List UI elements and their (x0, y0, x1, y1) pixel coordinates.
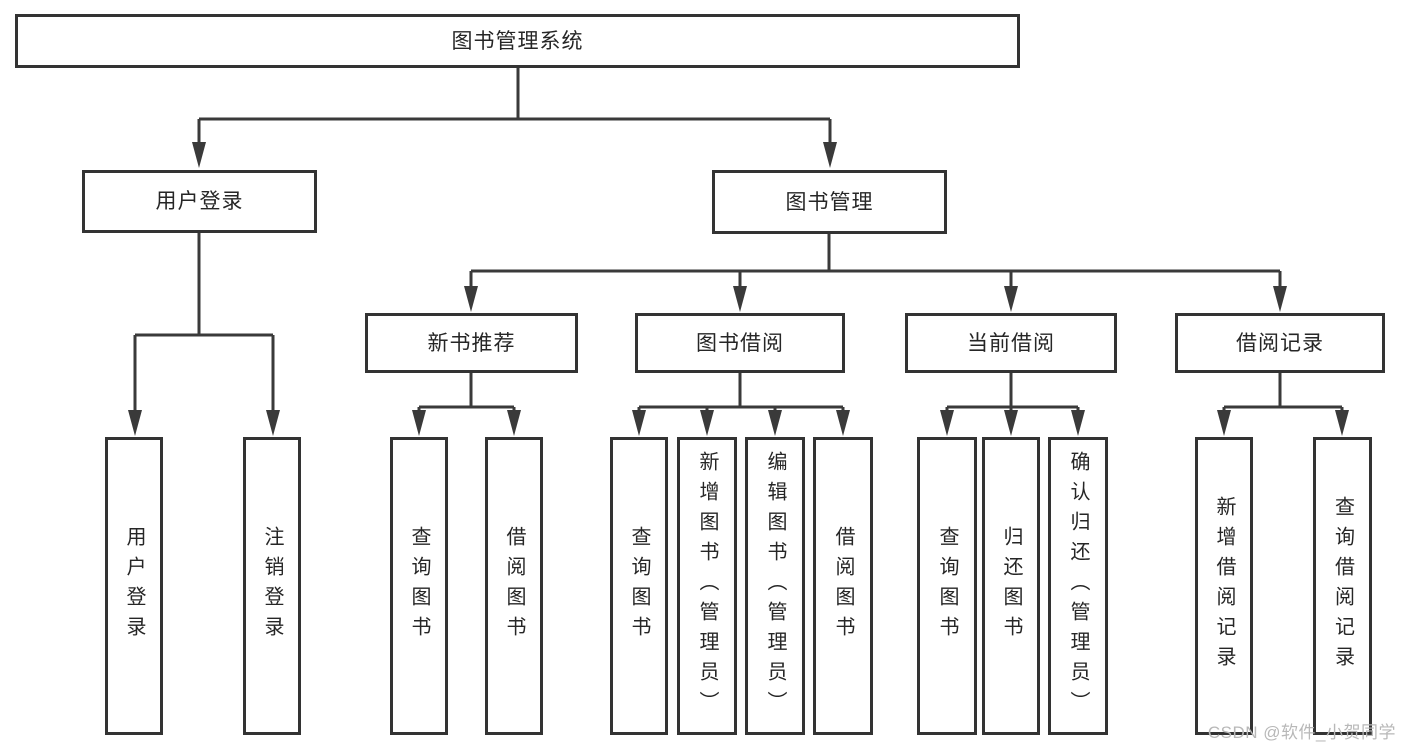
node-root-library-system: 图书管理系统 (15, 14, 1020, 68)
node-borrow-records: 借阅记录 (1175, 313, 1385, 373)
leaf-borrow-books-recommend: 借阅图书 (485, 437, 543, 735)
csdn-watermark: CSDN @软件_小贺同学 (1207, 723, 1396, 742)
leaf-query-books-borrow: 查询图书 (610, 437, 668, 735)
node-book-borrow: 图书借阅 (635, 313, 845, 373)
leaf-logout-label: 注销登录 (261, 526, 283, 646)
node-root-label: 图书管理系统 (451, 29, 584, 53)
node-current-borrow: 当前借阅 (905, 313, 1117, 373)
leaf-query-books-borrow-label: 查询图书 (628, 526, 650, 646)
leaf-query-books-current-label: 查询图书 (936, 526, 958, 646)
node-new-book-recommend: 新书推荐 (365, 313, 578, 373)
leaf-return-books-label: 归还图书 (1000, 526, 1022, 646)
leaf-add-borrow-record-label: 新增借阅记录 (1213, 496, 1235, 676)
leaf-confirm-return-admin: 确认归还（管理员） (1048, 437, 1108, 735)
leaf-borrow-books-recommend-label: 借阅图书 (503, 526, 525, 646)
leaf-confirm-return-admin-label: 确认归还（管理员） (1067, 451, 1089, 721)
leaf-edit-books-admin: 编辑图书（管理员） (745, 437, 805, 735)
leaf-query-borrow-record-label: 查询借阅记录 (1331, 496, 1354, 676)
leaf-user-login-label: 用户登录 (123, 526, 145, 646)
leaf-query-borrow-record: 查询借阅记录 (1313, 437, 1372, 735)
leaf-borrow-books-label: 借阅图书 (832, 526, 854, 646)
leaf-query-books-current: 查询图书 (917, 437, 977, 735)
node-current-borrow-label: 当前借阅 (967, 331, 1055, 355)
leaf-borrow-books: 借阅图书 (813, 437, 873, 735)
leaf-edit-books-admin-label: 编辑图书（管理员） (764, 451, 786, 721)
node-book-management-label: 图书管理 (785, 190, 874, 214)
leaf-add-books-admin: 新增图书（管理员） (677, 437, 737, 735)
node-book-borrow-label: 图书借阅 (696, 331, 784, 355)
leaf-add-borrow-record: 新增借阅记录 (1195, 437, 1253, 735)
leaf-return-books: 归还图书 (982, 437, 1040, 735)
node-user-login-label: 用户登录 (155, 190, 244, 213)
leaf-user-login: 用户登录 (105, 437, 163, 735)
node-book-management: 图书管理 (712, 170, 947, 234)
node-new-book-recommend-label: 新书推荐 (427, 331, 516, 355)
node-borrow-records-label: 借阅记录 (1236, 331, 1324, 355)
leaf-query-books-recommend: 查询图书 (390, 437, 448, 735)
leaf-query-books-recommend-label: 查询图书 (408, 526, 430, 646)
leaf-add-books-admin-label: 新增图书（管理员） (696, 451, 718, 721)
leaf-logout: 注销登录 (243, 437, 301, 735)
node-user-login: 用户登录 (82, 170, 317, 233)
